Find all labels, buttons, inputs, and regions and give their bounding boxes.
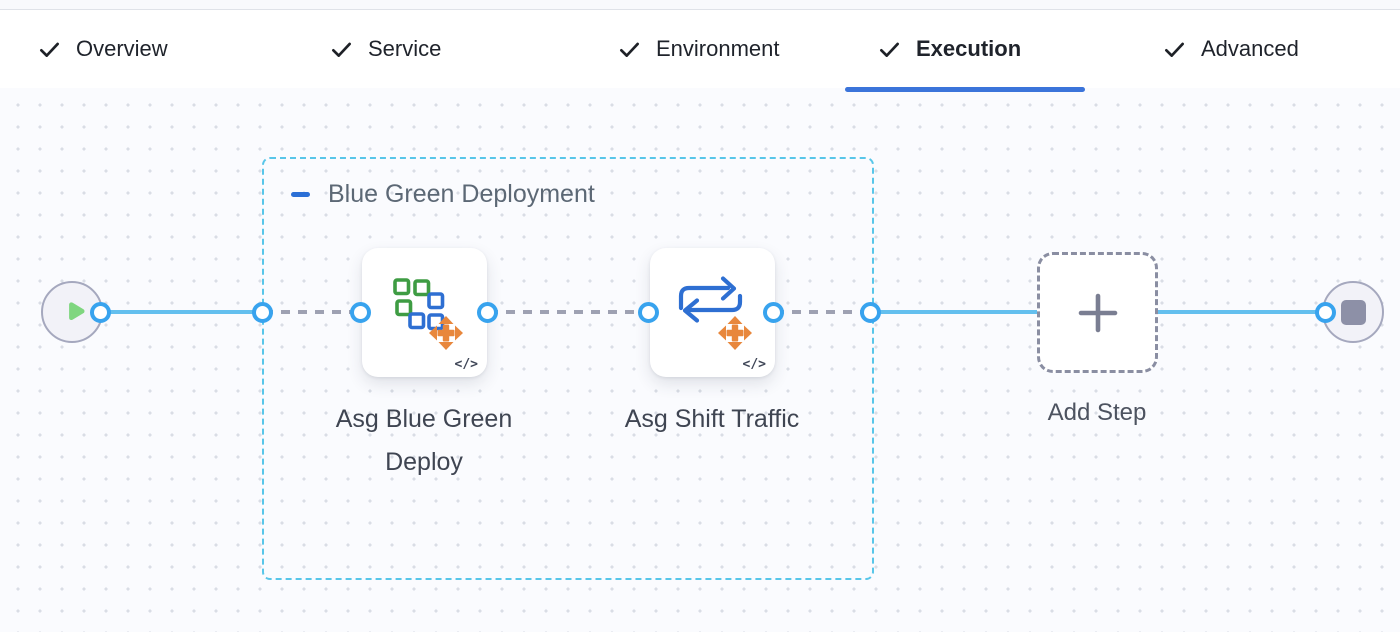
stage-config-tabbar: Overview Service Environment Execution A [0, 10, 1400, 92]
move-arrows-icon [718, 316, 752, 350]
asg-blue-green-deploy-icon [393, 278, 463, 350]
tab-execution[interactable]: Execution [878, 10, 1021, 88]
step-group-title[interactable]: Blue Green Deployment [328, 180, 595, 208]
tab-label: Advanced [1201, 36, 1299, 61]
asg-shift-traffic-icon [678, 276, 752, 350]
connector-port[interactable] [349, 301, 371, 323]
step-name-asg-shift-traffic[interactable]: Asg Shift Traffic [624, 405, 800, 433]
step-group-header: Blue Green Deployment [291, 180, 595, 209]
connector-port[interactable] [89, 301, 111, 323]
tab-label: Environment [656, 36, 780, 61]
flow-line [100, 310, 266, 314]
connector-port[interactable] [1314, 301, 1336, 323]
active-tab-underline [845, 87, 1085, 92]
check-icon [618, 38, 641, 61]
check-icon [1163, 38, 1186, 61]
tab-label: Execution [916, 36, 1022, 61]
connector-port[interactable] [859, 301, 881, 323]
add-step-button[interactable] [1037, 252, 1158, 373]
step-name-asg-blue-green-deploy[interactable]: Asg Blue Green Deploy [335, 405, 513, 476]
stop-icon [1340, 299, 1366, 325]
collapse-group-button[interactable] [291, 192, 310, 197]
pipeline-canvas[interactable]: Blue Green Deployment [0, 88, 1400, 632]
add-step-label: Add Step [1047, 399, 1147, 426]
connector-port[interactable] [476, 301, 498, 323]
top-strip [0, 0, 1400, 10]
connector-port[interactable] [251, 301, 273, 323]
start-node [41, 281, 103, 343]
check-icon [38, 38, 61, 61]
plus-icon [1078, 293, 1117, 332]
tab-service[interactable]: Service [330, 10, 441, 88]
tab-label: Service [368, 36, 442, 61]
flow-line-dashed [489, 310, 650, 314]
connector-port[interactable] [762, 301, 784, 323]
check-icon [878, 38, 901, 61]
step-node-asg-blue-green-deploy[interactable]: </> [362, 248, 487, 377]
move-arrows-icon [429, 316, 463, 350]
tab-label: Overview [76, 36, 168, 61]
tab-advanced[interactable]: Advanced [1163, 10, 1299, 88]
connector-port[interactable] [637, 301, 659, 323]
flow-line-dashed [264, 310, 362, 314]
check-icon [330, 38, 353, 61]
template-code-badge: </> [742, 357, 766, 372]
template-code-badge: </> [454, 357, 478, 372]
flow-line-dashed [775, 310, 872, 314]
play-icon [60, 298, 88, 326]
step-node-asg-shift-traffic[interactable]: </> [650, 248, 775, 377]
tab-overview[interactable]: Overview [38, 10, 168, 88]
tab-environment[interactable]: Environment [618, 10, 780, 88]
step-group-blue-green-deployment[interactable]: Blue Green Deployment [262, 157, 874, 580]
